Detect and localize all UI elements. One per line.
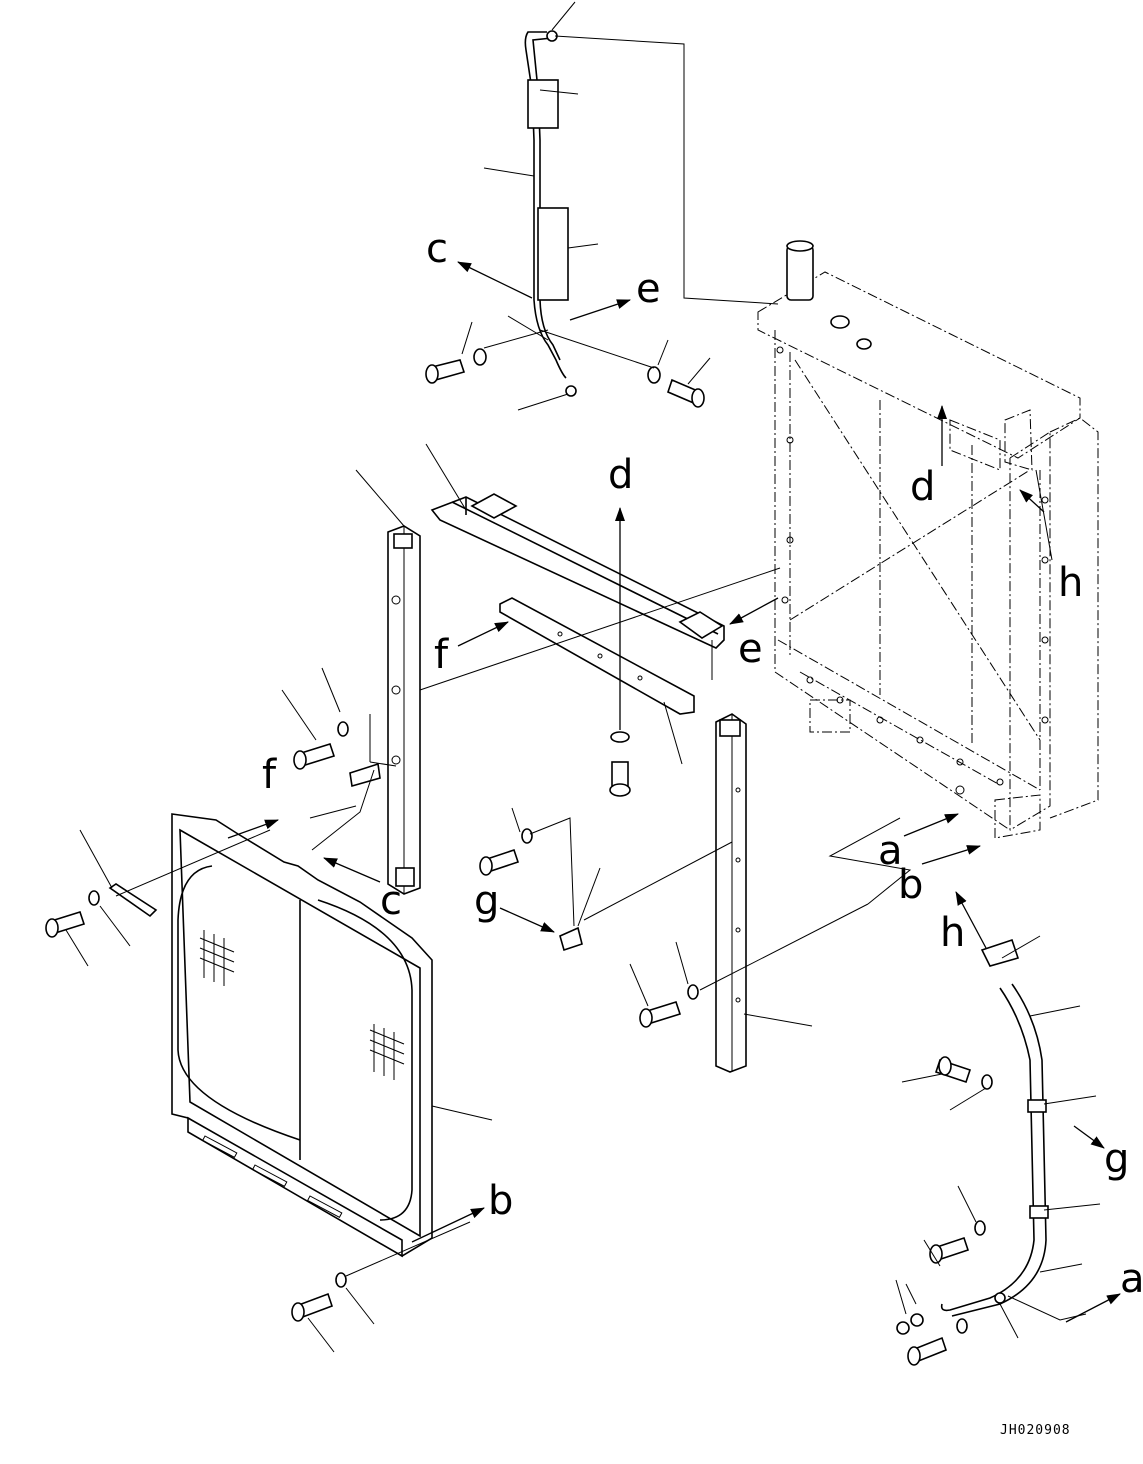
- bolt-set-shroud-top: [293, 721, 349, 770]
- bolt-set-shroud-bottom: [291, 1272, 347, 1322]
- hose-clamps: [896, 1313, 924, 1335]
- callout-a-lower: a: [1120, 1256, 1143, 1302]
- arrow-h-right: [1019, 489, 1045, 513]
- arrow-g-left: [499, 907, 555, 933]
- arrow-b-mid: [921, 845, 981, 865]
- callout-a-upper: a: [878, 828, 903, 874]
- tube-clip-2: [1029, 1205, 1049, 1219]
- fan-shroud-panel: [171, 813, 433, 1258]
- callout-b-lower: b: [488, 1178, 513, 1224]
- callout-h-lower: h: [940, 910, 965, 956]
- arrow-a-lower: [1065, 1293, 1121, 1323]
- arrow-c-upper: [457, 261, 533, 299]
- callout-e-upper: e: [636, 266, 661, 312]
- hose-clip-middle: [537, 207, 569, 301]
- mesh-icon-left: [199, 930, 235, 986]
- callout-d-upper: d: [608, 452, 633, 498]
- callout-d-right: d: [910, 464, 935, 510]
- arrow-a-upper: [903, 813, 959, 837]
- arrow-f-mid: [457, 621, 509, 647]
- callout-b-mid: b: [898, 862, 923, 908]
- bolt-set-top-right: [647, 366, 705, 408]
- drawing-code: JH020908: [1000, 1423, 1071, 1438]
- radiator-filler-cap: [786, 245, 814, 301]
- arrow-e-upper: [569, 299, 631, 321]
- bolt-set-center: [609, 731, 631, 797]
- arrow-f-left: [227, 819, 279, 839]
- callout-labels: c e d d h e f f a b c g h g b a: [262, 226, 1143, 1302]
- mesh-icon-right: [369, 1024, 405, 1080]
- tube-fitting: [980, 938, 1020, 967]
- callout-f-mid: f: [434, 632, 449, 678]
- bolt-set-lower-center: [639, 984, 699, 1028]
- direction-arrows: [227, 261, 1121, 1323]
- upper-shroud-channel: [430, 493, 725, 680]
- arrow-h-lower: [955, 891, 987, 949]
- radiator-assembly: [757, 240, 1099, 839]
- callout-c-lower: c: [380, 878, 402, 924]
- leader-lines: [65, 1, 1101, 1353]
- callout-e-mid: e: [738, 626, 763, 672]
- arrow-e-mid: [729, 597, 779, 625]
- bolt-set-top-left: [425, 348, 487, 384]
- arrow-g-right: [1073, 1125, 1105, 1149]
- bolt-set-center-left: [479, 828, 533, 876]
- callout-f-left: f: [262, 752, 277, 798]
- right-vertical-bracket: [715, 713, 747, 1073]
- arrow-b-lower: [411, 1207, 485, 1243]
- clip-left: [349, 762, 381, 788]
- arrow-c-lower: [323, 857, 381, 883]
- callout-h-right: h: [1058, 560, 1083, 606]
- hose-clip-upper: [527, 79, 559, 129]
- callout-c-upper: c: [426, 226, 448, 272]
- left-vertical-bracket: [387, 525, 421, 895]
- callout-g-right: g: [1104, 1136, 1129, 1182]
- bracket-strip-left: [108, 883, 158, 918]
- overflow-tube: [524, 30, 577, 397]
- bolt-set-lower-right-1: [934, 1056, 993, 1090]
- lower-shroud-plate: [499, 597, 695, 715]
- callout-g-left: g: [474, 878, 499, 924]
- tube-clip-1: [1027, 1099, 1047, 1113]
- bolt-set-left: [45, 890, 100, 938]
- bolt-set-lower-right-2: [929, 1220, 986, 1264]
- clip-center: [559, 926, 583, 952]
- bolt-set-lower-right-3: [907, 1318, 968, 1366]
- drain-tube: [940, 938, 1049, 1317]
